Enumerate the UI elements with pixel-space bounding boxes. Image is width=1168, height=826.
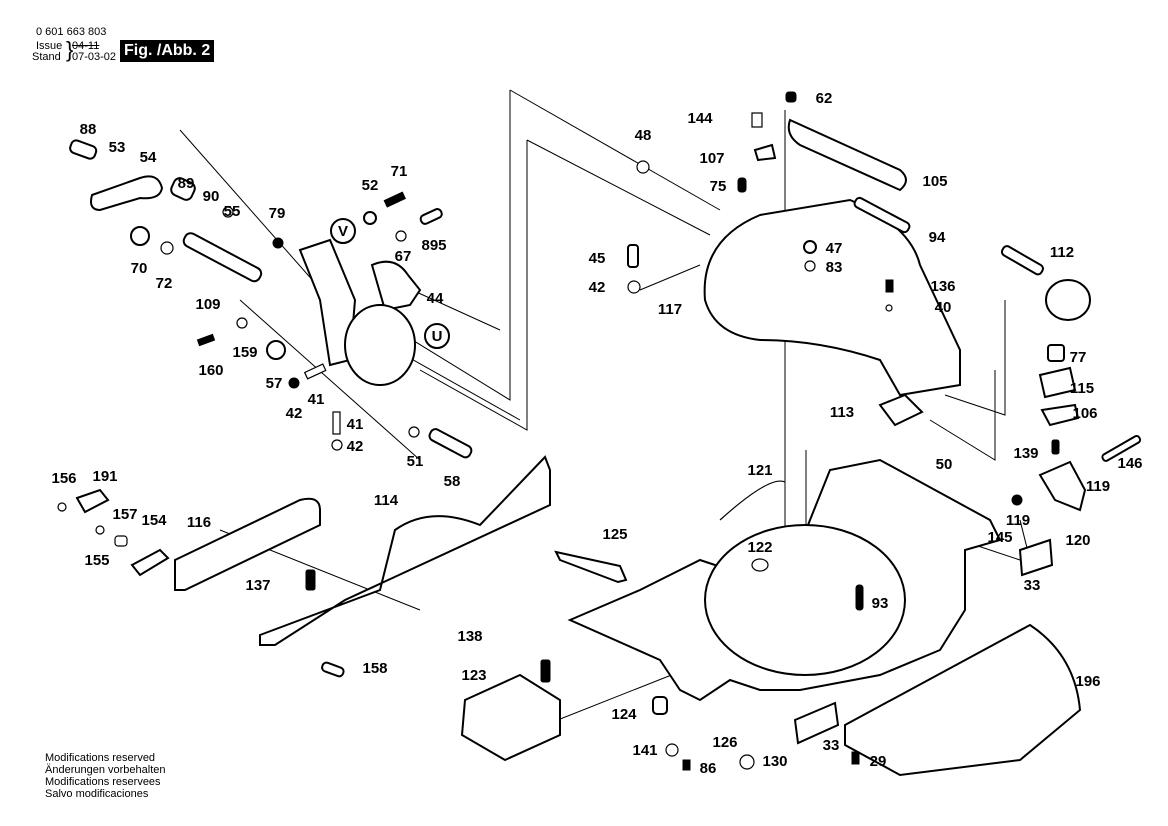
part-label: 29 xyxy=(870,753,887,770)
part-label: 105 xyxy=(922,173,947,190)
part-label: 124 xyxy=(611,706,637,723)
part-label: 136 xyxy=(930,278,955,295)
issue-label: Issue xyxy=(36,40,63,52)
issue-value: 04-11 xyxy=(72,40,100,52)
footer-notes: Modifications reserved Änderungen vorbeh… xyxy=(45,752,165,800)
part-label: 79 xyxy=(269,205,286,222)
part-label: 126 xyxy=(712,734,737,751)
part-label: 42 xyxy=(286,405,303,422)
part-label: 160 xyxy=(198,362,223,379)
part-label: 156 xyxy=(51,470,76,487)
stand-label: Stand xyxy=(32,51,61,63)
part-label: 115 xyxy=(1070,380,1094,397)
part-label: 77 xyxy=(1070,349,1087,366)
part-label: 144 xyxy=(687,110,713,127)
part-label: 191 xyxy=(92,468,117,485)
handle-lever xyxy=(69,139,473,459)
part-label: 122 xyxy=(747,539,772,556)
svg-text:V: V xyxy=(338,223,348,240)
footer-note: Änderungen vorbehalten xyxy=(45,764,166,776)
marker-v: V xyxy=(330,218,356,244)
part-label: 138 xyxy=(457,628,482,645)
part-label: 158 xyxy=(362,660,387,677)
part-label: 42 xyxy=(589,279,606,296)
part-label: 57 xyxy=(266,375,283,392)
part-label: 86 xyxy=(700,760,717,777)
part-label: 94 xyxy=(929,229,946,246)
brace-icon: } xyxy=(66,37,74,62)
part-label: 157 xyxy=(112,506,137,523)
part-label: 54 xyxy=(140,149,157,166)
part-label: 62 xyxy=(816,90,833,107)
part-label: 109 xyxy=(195,296,220,313)
footer-note: Salvo modificaciones xyxy=(45,788,149,800)
part-label: 107 xyxy=(699,150,724,167)
part-label: 72 xyxy=(156,275,173,292)
part-label: 88 xyxy=(80,121,97,138)
part-label: 33 xyxy=(1024,577,1041,594)
part-label: 119 xyxy=(1006,512,1030,529)
part-label: 52 xyxy=(362,177,379,194)
part-label: 41 xyxy=(347,416,364,433)
part-label: 44 xyxy=(427,290,444,307)
turntable-arm xyxy=(627,91,961,427)
part-label: 83 xyxy=(826,259,843,276)
part-label: 112 xyxy=(1050,244,1074,261)
part-label: 50 xyxy=(936,456,953,473)
part-label: 106 xyxy=(1072,405,1097,422)
part-label: 159 xyxy=(232,344,257,361)
part-label: 48 xyxy=(635,127,652,144)
part-label: 75 xyxy=(710,178,727,195)
part-label: 33 xyxy=(823,737,840,754)
part-label: 139 xyxy=(1013,445,1038,462)
footer-note: Modifications reserved xyxy=(45,752,156,764)
svg-text:U: U xyxy=(432,328,443,345)
part-label: 89 xyxy=(178,175,195,192)
part-label: 120 xyxy=(1065,532,1090,549)
part-label: 196 xyxy=(1075,673,1100,690)
part-label: 155 xyxy=(84,552,109,569)
part-label: 53 xyxy=(109,139,126,156)
part-label: 42 xyxy=(347,438,364,455)
part-label: 114 xyxy=(374,492,399,509)
footer-note: Modifications reservees xyxy=(45,776,161,788)
part-label: 67 xyxy=(395,248,412,265)
part-label: 119 xyxy=(1086,478,1110,495)
part-label: 130 xyxy=(762,753,787,770)
part-label: 90 xyxy=(203,188,220,205)
miter-lock-assembly xyxy=(1000,245,1142,512)
part-label: 137 xyxy=(245,577,270,594)
part-label: 45 xyxy=(589,250,606,267)
part-label: 55 xyxy=(224,203,241,220)
part-label: 125 xyxy=(602,526,627,543)
part-label: 141 xyxy=(632,742,657,759)
part-label: 47 xyxy=(826,240,843,257)
base xyxy=(460,458,1082,777)
part-label: 123 xyxy=(461,667,486,684)
part-label: 41 xyxy=(308,391,325,408)
figure-label: Fig. /Abb. 2 xyxy=(120,40,215,62)
part-label: 70 xyxy=(131,260,148,277)
part-label: 58 xyxy=(444,473,461,490)
part-label: 146 xyxy=(1117,455,1142,472)
part-label: 895 xyxy=(421,237,446,254)
part-label: 71 xyxy=(391,163,408,180)
part-label: 145 xyxy=(987,529,1012,546)
part-label: 116 xyxy=(187,514,211,531)
part-label: 51 xyxy=(407,453,424,470)
part-label: 113 xyxy=(830,404,854,421)
part-label: 154 xyxy=(141,512,167,529)
part-label: 93 xyxy=(872,595,889,612)
marker-u: U xyxy=(424,323,450,349)
stand-value: 07-03-02 xyxy=(72,51,117,63)
document-number: 0 601 663 803 xyxy=(36,26,107,38)
part-label: 40 xyxy=(935,299,952,316)
fence-assembly xyxy=(57,455,551,678)
part-label: 117 xyxy=(658,301,682,318)
part-label: 121 xyxy=(747,462,772,479)
